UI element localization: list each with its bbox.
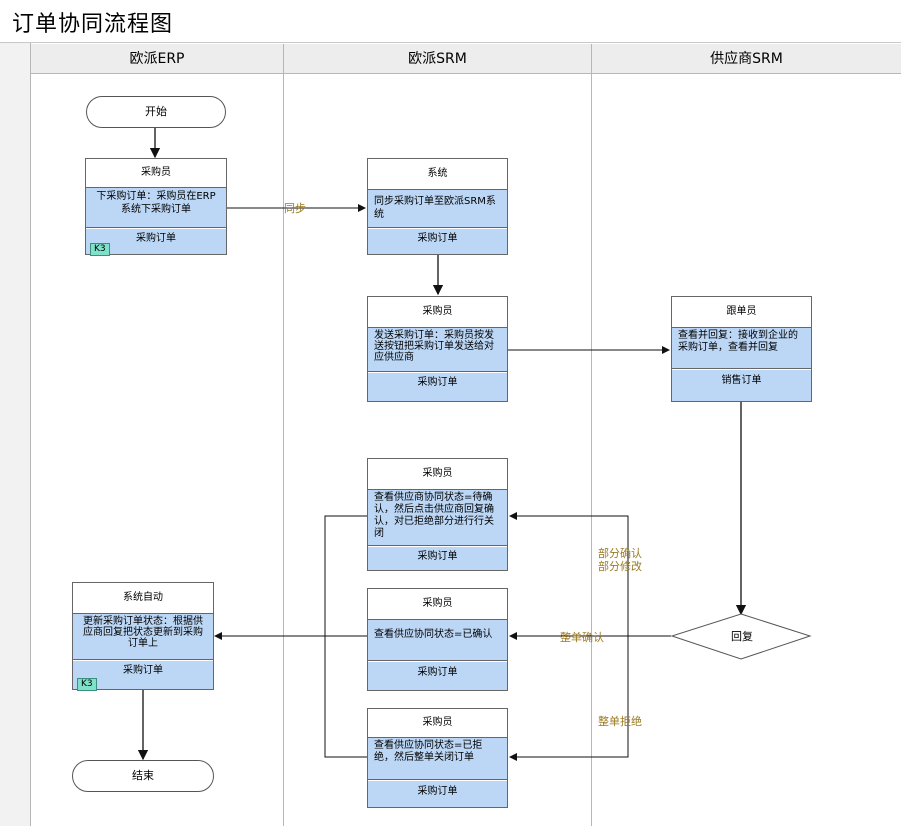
k3-badge: K3 bbox=[77, 678, 97, 691]
card-body: 发送采购订单：采购员按发送按钮把采购订单发送给对应供应商 bbox=[368, 328, 507, 372]
lane-separator bbox=[591, 44, 592, 826]
card-body: 更新采购订单状态：根据供应商回复把状态更新到采购订单上 bbox=[73, 614, 213, 660]
start-terminal: 开始 bbox=[86, 96, 226, 128]
srm-partial-confirm-card: 采购员 查看供应商协同状态=待确认，然后点击供应商回复确认，对已拒绝部分进行行关… bbox=[367, 458, 508, 571]
card-body: 查看并回复：接收到企业的采购订单，查看并回复 bbox=[672, 328, 811, 369]
card-body: 查看供应商协同状态=待确认，然后点击供应商回复确认，对已拒绝部分进行行关闭 bbox=[368, 490, 507, 546]
srm-sync-card: 系统 同步采购订单至欧派SRM系统 采购订单 bbox=[367, 158, 508, 255]
card-role: 采购员 bbox=[86, 159, 226, 188]
erp-update-status-card: 系统自动 更新采购订单状态：根据供应商回复把状态更新到采购订单上 采购订单 K3 bbox=[72, 582, 214, 691]
card-role: 系统自动 bbox=[73, 583, 213, 614]
label-full-reject: 整单拒绝 bbox=[598, 715, 642, 728]
page-title: 订单协同流程图 bbox=[12, 12, 174, 37]
label-full-confirm: 整单确认 bbox=[560, 631, 604, 644]
lane-header-supplier: 供应商SRM bbox=[592, 44, 901, 74]
srm-confirmed-card: 采购员 查看供应协同状态=已确认 采购订单 bbox=[367, 588, 508, 691]
card-doc: 采购订单 bbox=[368, 229, 507, 254]
card-doc: 采购订单 bbox=[368, 373, 507, 401]
card-role: 系统 bbox=[368, 159, 507, 190]
lane-separator bbox=[283, 44, 284, 826]
decision-diamond bbox=[670, 613, 812, 660]
supplier-view-reply-card: 跟单员 查看并回复：接收到企业的采购订单，查看并回复 销售订单 bbox=[671, 296, 812, 402]
card-role: 采购员 bbox=[368, 459, 507, 490]
card-body: 同步采购订单至欧派SRM系统 bbox=[368, 190, 507, 228]
card-doc: 采购订单 bbox=[368, 781, 507, 807]
title-divider bbox=[0, 42, 901, 43]
card-role: 跟单员 bbox=[672, 297, 811, 328]
k3-badge: K3 bbox=[90, 243, 110, 256]
lane-header-srm: 欧派SRM bbox=[284, 44, 591, 74]
label-partial-modify: 部分修改 bbox=[598, 560, 642, 573]
srm-rejected-card: 采购员 查看供应协同状态=已拒绝，然后整单关闭订单 采购订单 bbox=[367, 708, 508, 808]
card-body: 查看供应协同状态=已确认 bbox=[368, 620, 507, 661]
erp-create-order-card: 采购员 下采购订单：采购员在ERP系统下采购订单 采购订单 K3 bbox=[85, 158, 227, 256]
card-role: 采购员 bbox=[368, 589, 507, 620]
card-role: 采购员 bbox=[368, 297, 507, 328]
lane-header-erp: 欧派ERP bbox=[31, 44, 283, 74]
pool-left-strip bbox=[0, 43, 31, 826]
card-body: 查看供应协同状态=已拒绝，然后整单关闭订单 bbox=[368, 738, 507, 780]
end-terminal: 结束 bbox=[72, 760, 214, 792]
card-doc: 采购订单 bbox=[368, 547, 507, 570]
srm-send-order-card: 采购员 发送采购订单：采购员按发送按钮把采购订单发送给对应供应商 采购订单 bbox=[367, 296, 508, 402]
label-partial-confirm: 部分确认 bbox=[598, 547, 642, 560]
card-role: 采购员 bbox=[368, 709, 507, 738]
decision-label: 回复 bbox=[731, 630, 753, 643]
card-body: 下采购订单：采购员在ERP系统下采购订单 bbox=[86, 188, 226, 228]
card-doc: 销售订单 bbox=[672, 370, 811, 401]
label-sync: 同步 bbox=[284, 202, 306, 215]
card-doc: 采购订单 bbox=[368, 662, 507, 690]
